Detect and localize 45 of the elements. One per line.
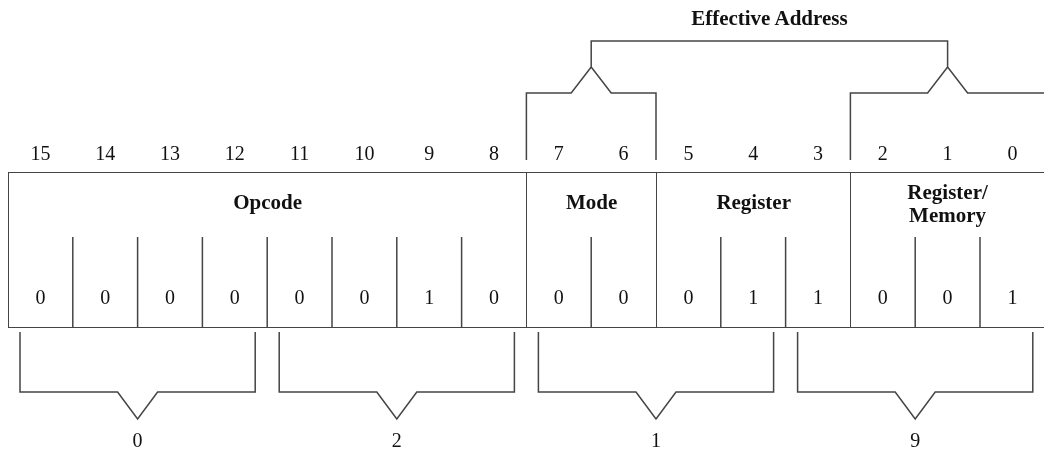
bit-value: 0 bbox=[877, 287, 888, 307]
bit-number: 14 bbox=[95, 143, 116, 163]
field-box bbox=[8, 172, 527, 328]
bit-value: 1 bbox=[813, 287, 823, 307]
bit-value: 0 bbox=[100, 287, 111, 307]
bit-value: 0 bbox=[35, 287, 46, 307]
field-name: Register bbox=[716, 191, 791, 215]
bit-number: 1 bbox=[942, 143, 953, 163]
bit-number: 2 bbox=[877, 143, 888, 163]
bit-value: 1 bbox=[1007, 287, 1018, 307]
bit-number: 15 bbox=[30, 143, 51, 163]
bit-number: 11 bbox=[289, 143, 310, 163]
bit-number: 8 bbox=[489, 143, 499, 163]
bit-number: 5 bbox=[683, 143, 694, 163]
bit-number: 4 bbox=[748, 143, 759, 163]
bit-value: 0 bbox=[229, 287, 240, 307]
field-name: Register/ Memory bbox=[906, 181, 989, 228]
field-box bbox=[656, 172, 851, 328]
bit-value: 0 bbox=[553, 287, 564, 307]
bit-value: 0 bbox=[294, 287, 305, 307]
heading: Effective Address bbox=[691, 7, 848, 29]
hex-digit: 0 bbox=[132, 430, 143, 450]
bit-number: 7 bbox=[553, 143, 564, 163]
hex-digit: 1 bbox=[651, 430, 661, 450]
bit-number: 0 bbox=[1007, 143, 1018, 163]
field-box bbox=[526, 172, 656, 328]
bit-number: 12 bbox=[224, 143, 245, 163]
bit-value: 0 bbox=[359, 287, 370, 307]
bit-value: 0 bbox=[165, 287, 175, 307]
field-name: Opcode bbox=[233, 191, 303, 215]
bit-number: 10 bbox=[354, 143, 375, 163]
bit-value: 0 bbox=[618, 287, 629, 307]
hex-digit: 9 bbox=[910, 430, 921, 450]
bit-value: 0 bbox=[683, 287, 694, 307]
bit-number: 13 bbox=[160, 143, 180, 163]
bit-value: 0 bbox=[942, 287, 953, 307]
bit-value: 1 bbox=[748, 287, 759, 307]
bit-number: 9 bbox=[424, 143, 435, 163]
bit-value: 1 bbox=[424, 287, 435, 307]
bit-number: 3 bbox=[813, 143, 823, 163]
hex-digit: 2 bbox=[391, 430, 402, 450]
bit-value: 0 bbox=[489, 287, 499, 307]
field-box bbox=[850, 172, 1044, 328]
bit-number: 6 bbox=[618, 143, 629, 163]
field-name: Mode bbox=[566, 191, 618, 215]
